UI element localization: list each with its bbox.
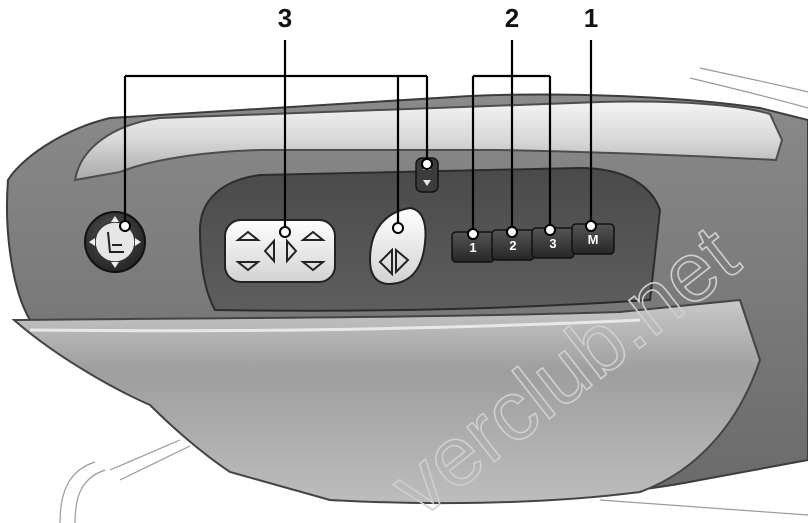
backrest-recline-switch[interactable] — [368, 206, 427, 286]
upper-trim — [73, 100, 784, 182]
seat-cushion-switch[interactable] — [224, 219, 336, 283]
memory-set-button-label: M — [588, 232, 599, 247]
callout-3: 3 — [278, 3, 292, 33]
callout-2: 2 — [505, 3, 519, 33]
callout-leader-lines — [123, 40, 593, 234]
knob-arrow-left-icon — [89, 238, 95, 246]
knob-arrow-down-icon — [111, 262, 119, 268]
callout-1: 1 — [584, 3, 598, 33]
background-interior-lines — [59, 67, 808, 523]
memory-button-3-label: 3 — [549, 236, 556, 251]
lower-bolster-highlight — [29, 318, 641, 333]
cushion-rear-tilt-icon — [300, 230, 326, 272]
cushion-front-tilt-icon — [235, 230, 261, 272]
memory-button-2-label: 2 — [509, 238, 516, 253]
seat-icon — [107, 231, 124, 253]
recline-arrows-icon — [378, 247, 410, 277]
memory-set-button[interactable]: M — [571, 223, 615, 255]
headrest-down-icon — [423, 180, 431, 186]
knob-arrow-right-icon — [135, 238, 141, 246]
memory-button-1-label: 1 — [469, 240, 476, 255]
lower-bolster — [11, 298, 762, 505]
knob-arrow-up-icon — [111, 216, 119, 222]
seat-adjust-knob[interactable] — [84, 211, 146, 273]
callout-leader-dots — [119, 158, 597, 240]
cushion-slide-icon — [263, 238, 298, 264]
